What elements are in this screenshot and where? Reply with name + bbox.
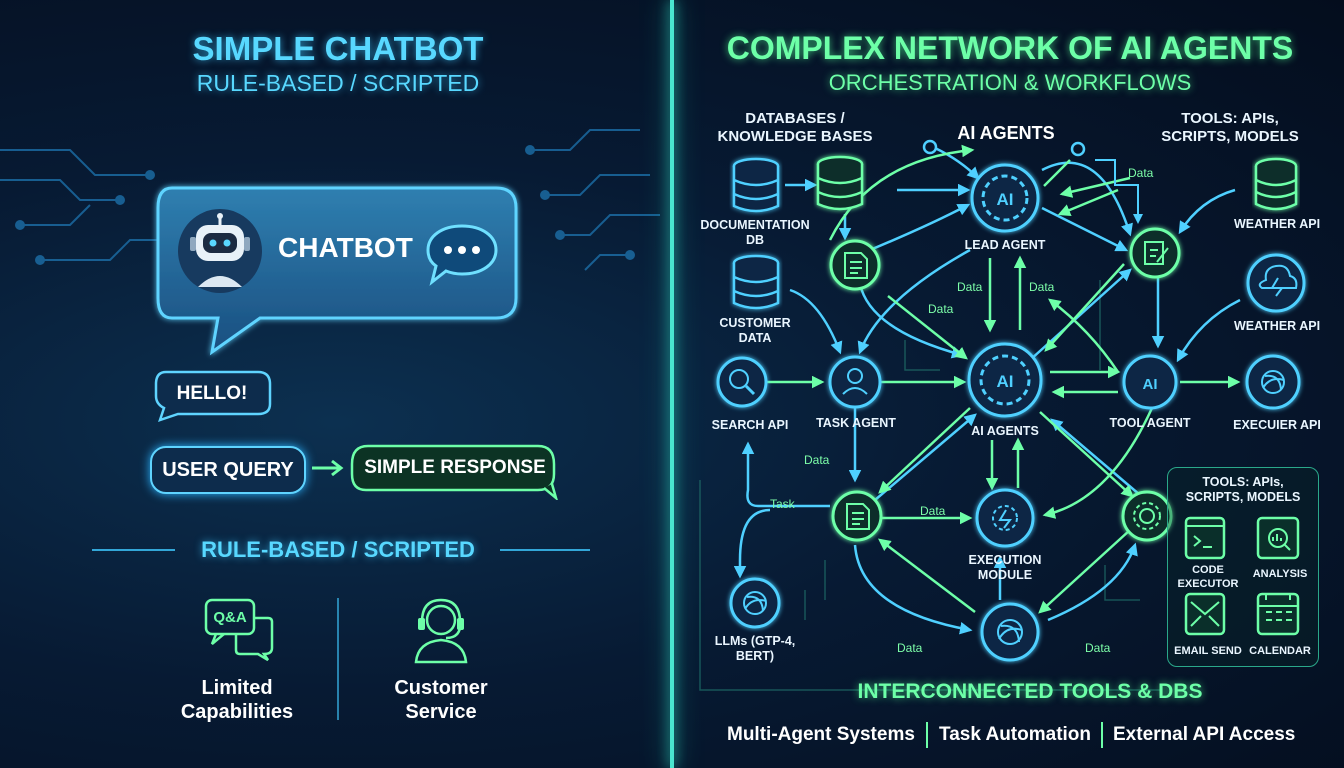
- customer-data-label: CUSTOMER DATA: [719, 316, 791, 345]
- executor-api-label: EXECUIER API: [1233, 418, 1321, 432]
- ai-agents-header: AI AGENTS: [957, 123, 1055, 143]
- report-agent-node: [831, 490, 883, 542]
- execution-module-label: EXECUTION MODULE: [968, 553, 1042, 582]
- arrow-right-icon: [312, 459, 344, 477]
- hello-text: HELLO!: [176, 383, 248, 404]
- footer-divider: [1101, 722, 1103, 748]
- simple-response-bubble: [350, 444, 558, 500]
- left-title: SIMPLE CHATBOT: [192, 30, 484, 67]
- chatbot-label: CHATBOT: [278, 232, 413, 263]
- right-subtitle: ORCHESTRATION & WORKFLOWS: [828, 70, 1192, 95]
- tools-db-icon: [1254, 157, 1298, 211]
- customer-data-icon: [732, 254, 780, 310]
- tools-box-header: TOOLS: APIs, SCRIPTS, MODELS: [1185, 475, 1301, 504]
- weather-api-1-label: WEATHER API: [1233, 217, 1321, 231]
- feature-customer-service: Customer Service: [394, 677, 488, 723]
- tools-box-icons: [1184, 516, 1300, 636]
- speech-dots-icon: [426, 224, 498, 286]
- edge-label-data: Data: [1029, 280, 1055, 294]
- edge-label-data: Data: [1085, 641, 1111, 655]
- code-executor-label: CODE EXECUTOR: [1177, 564, 1239, 590]
- knowledge-base-icon: [816, 155, 864, 211]
- footer-divider: [926, 722, 928, 748]
- edge-label-data: Data: [920, 504, 946, 518]
- search-api-node: [716, 356, 768, 408]
- documentation-db-label: DOCUMENTATION DB: [700, 218, 810, 247]
- weather-api-2-label: WEATHER API: [1233, 319, 1321, 333]
- edge-label-data: Data: [897, 641, 923, 655]
- llms-label: LLMs (GTP-4, BERT): [714, 634, 796, 663]
- openai-model-node: [980, 602, 1040, 662]
- footer-multi-agent: Multi-Agent Systems: [727, 724, 915, 745]
- hub-agent-badge: AI: [997, 372, 1014, 391]
- lead-agent-badge: AI: [997, 190, 1014, 209]
- calendar-label: CALENDAR: [1249, 645, 1311, 657]
- hello-bubble: [154, 370, 272, 422]
- robot-avatar-icon: [178, 209, 262, 293]
- edge-label-data: Data: [928, 302, 954, 316]
- qa-icon-text: Q&A: [213, 609, 247, 626]
- tools-header: TOOLS: APIs, SCRIPTS, MODELS: [1161, 110, 1299, 145]
- analysis-label: ANALYSIS: [1252, 568, 1308, 580]
- edge-label-data: Data: [957, 280, 983, 294]
- right-title: COMPLEX NETWORK OF AI AGENTS: [726, 30, 1294, 66]
- simple-response-text: SIMPLE RESPONSE: [364, 457, 546, 478]
- tool-agent-label: TOOL AGENT: [1109, 416, 1191, 430]
- document-agent-node: [829, 239, 881, 291]
- footer-external-api: External API Access: [1113, 724, 1296, 745]
- footer-task-automation: Task Automation: [939, 724, 1092, 745]
- databases-header: DATABASES / KNOWLEDGE BASES: [717, 110, 873, 145]
- edge-label-data: Data: [804, 453, 830, 467]
- search-api-label: SEARCH API: [711, 418, 789, 432]
- center-divider: [670, 0, 674, 768]
- interconnected-title: INTERCONNECTED TOOLS & DBS: [857, 680, 1203, 703]
- ai-agents-label: AI AGENTS: [971, 424, 1039, 438]
- llm-node: [729, 577, 781, 629]
- user-query-label: USER QUERY: [162, 458, 294, 481]
- headset-agent-icon: [414, 598, 468, 664]
- tool-agent-badge: AI: [1143, 376, 1158, 393]
- qa-chat-icon: Q&A: [204, 598, 274, 662]
- tool-agent-node: [1122, 354, 1178, 410]
- settings-agent-node: [1121, 490, 1173, 542]
- left-section-title: RULE-BASED / SCRIPTED: [201, 537, 475, 562]
- user-query-pill: USER QUERY: [150, 446, 306, 494]
- lead-agent-label: LEAD AGENT: [964, 238, 1046, 252]
- documentation-db-icon: [732, 157, 780, 213]
- edge-label-data: Data: [1128, 166, 1154, 180]
- task-agent-label: TASK AGENT: [816, 416, 896, 430]
- execution-module-node: [975, 488, 1035, 548]
- terminal-icon: [1184, 516, 1226, 560]
- feature-limited-capabilities: Limited Capabilities: [180, 677, 294, 723]
- editor-agent-node: [1129, 227, 1181, 279]
- executor-api-node: [1245, 354, 1301, 410]
- edge-label-task: Task: [770, 497, 795, 511]
- calendar-icon: [1256, 592, 1300, 636]
- left-subtitle: RULE-BASED / SCRIPTED: [196, 70, 480, 96]
- email-send-label: EMAIL SEND: [1174, 645, 1242, 657]
